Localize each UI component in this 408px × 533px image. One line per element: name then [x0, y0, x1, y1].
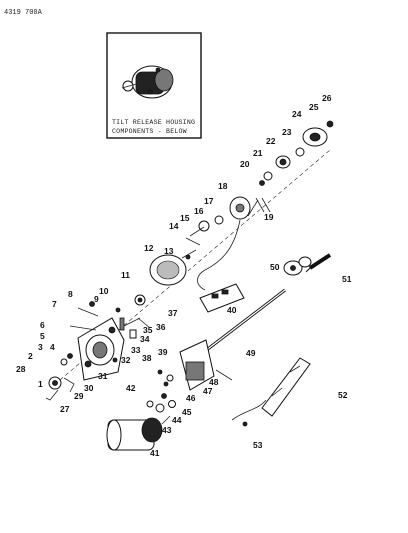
part-label-49: 49 — [246, 348, 256, 358]
part-label-35: 35 — [143, 325, 153, 335]
yoke-50 — [283, 256, 312, 276]
part-label-15: 15 — [180, 213, 190, 223]
tilt-housing-31 — [77, 317, 125, 381]
inset-housing-illustration — [121, 65, 174, 99]
part-label-41: 41 — [150, 448, 160, 458]
part-number-labels: 1 2 3 4 5 6 7 8 9 10 11 12 13 14 15 16 1… — [16, 93, 352, 458]
part-label-25: 25 — [309, 102, 319, 112]
switch-assembly-41 — [106, 393, 176, 451]
part-label-24: 24 — [292, 109, 302, 119]
part-label-29: 29 — [74, 391, 84, 401]
part-label-12: 12 — [144, 243, 154, 253]
inset-tilt-release-housing: TILT RELEASE HOUSING COMPONENTS - BELOW — [106, 32, 202, 139]
part-label-33: 33 — [131, 345, 141, 355]
part-label-46: 46 — [186, 393, 196, 403]
part-label-42: 42 — [126, 383, 136, 393]
steering-shaft-49 — [199, 288, 286, 357]
part-label-30: 30 — [84, 383, 94, 393]
part-label-21: 21 — [253, 148, 263, 158]
lock-housing-12 — [149, 249, 197, 286]
part-label-37: 37 — [168, 308, 178, 318]
part-label-26: 26 — [322, 93, 332, 103]
leader-lines — [185, 197, 271, 381]
part-label-20: 20 — [240, 159, 250, 169]
part-label-39: 39 — [158, 347, 168, 357]
part-label-32: 32 — [121, 355, 131, 365]
part-label-38: 38 — [142, 353, 152, 363]
part-label-16: 16 — [194, 206, 204, 216]
upper-bearing-parts — [197, 120, 334, 291]
part-label-9: 9 — [94, 294, 99, 304]
part-label-8: 8 — [68, 289, 73, 299]
part-label-36: 36 — [156, 322, 166, 332]
drawing-code: 4319 700A — [4, 9, 43, 17]
part-label-17: 17 — [204, 196, 214, 206]
bracket-47-48 — [157, 339, 215, 391]
part-label-45: 45 — [182, 407, 192, 417]
part-label-13: 13 — [164, 246, 174, 256]
part-label-10: 10 — [99, 286, 109, 296]
inset-caption-line-1: TILT RELEASE HOUSING — [112, 119, 195, 126]
part-label-34: 34 — [140, 334, 150, 344]
part-label-44: 44 — [172, 415, 182, 425]
part-label-52: 52 — [338, 390, 348, 400]
inset-caption-line-2: COMPONENTS - BELOW — [112, 128, 187, 135]
part-label-3: 3 — [38, 342, 43, 352]
part-label-5: 5 — [40, 331, 45, 341]
part-label-43: 43 — [162, 425, 172, 435]
part-label-47: 47 — [203, 386, 213, 396]
part-label-11: 11 — [121, 270, 130, 280]
part-label-48: 48 — [209, 377, 219, 387]
part-label-4: 4 — [50, 342, 55, 352]
part-label-23: 23 — [282, 127, 292, 137]
part-label-2: 2 — [28, 351, 33, 361]
part-label-7: 7 — [52, 299, 57, 309]
part-label-22: 22 — [266, 136, 276, 146]
part-label-6: 6 — [40, 320, 45, 330]
part-label-51: 51 — [342, 274, 352, 284]
part-label-53: 53 — [253, 440, 263, 450]
part-label-31: 31 — [98, 371, 108, 381]
switch-plate-40 — [199, 283, 245, 313]
column-tube-52 — [231, 357, 311, 427]
part-label-50: 50 — [270, 262, 280, 272]
shaft-end-51 — [305, 253, 332, 273]
part-label-18: 18 — [218, 181, 228, 191]
part-label-19: 19 — [264, 212, 274, 222]
part-label-1: 1 — [38, 379, 43, 389]
part-label-14: 14 — [169, 221, 179, 231]
part-label-27: 27 — [60, 404, 70, 414]
part-label-28: 28 — [16, 364, 26, 374]
part-label-40: 40 — [227, 305, 237, 315]
small-parts-left — [45, 294, 151, 401]
